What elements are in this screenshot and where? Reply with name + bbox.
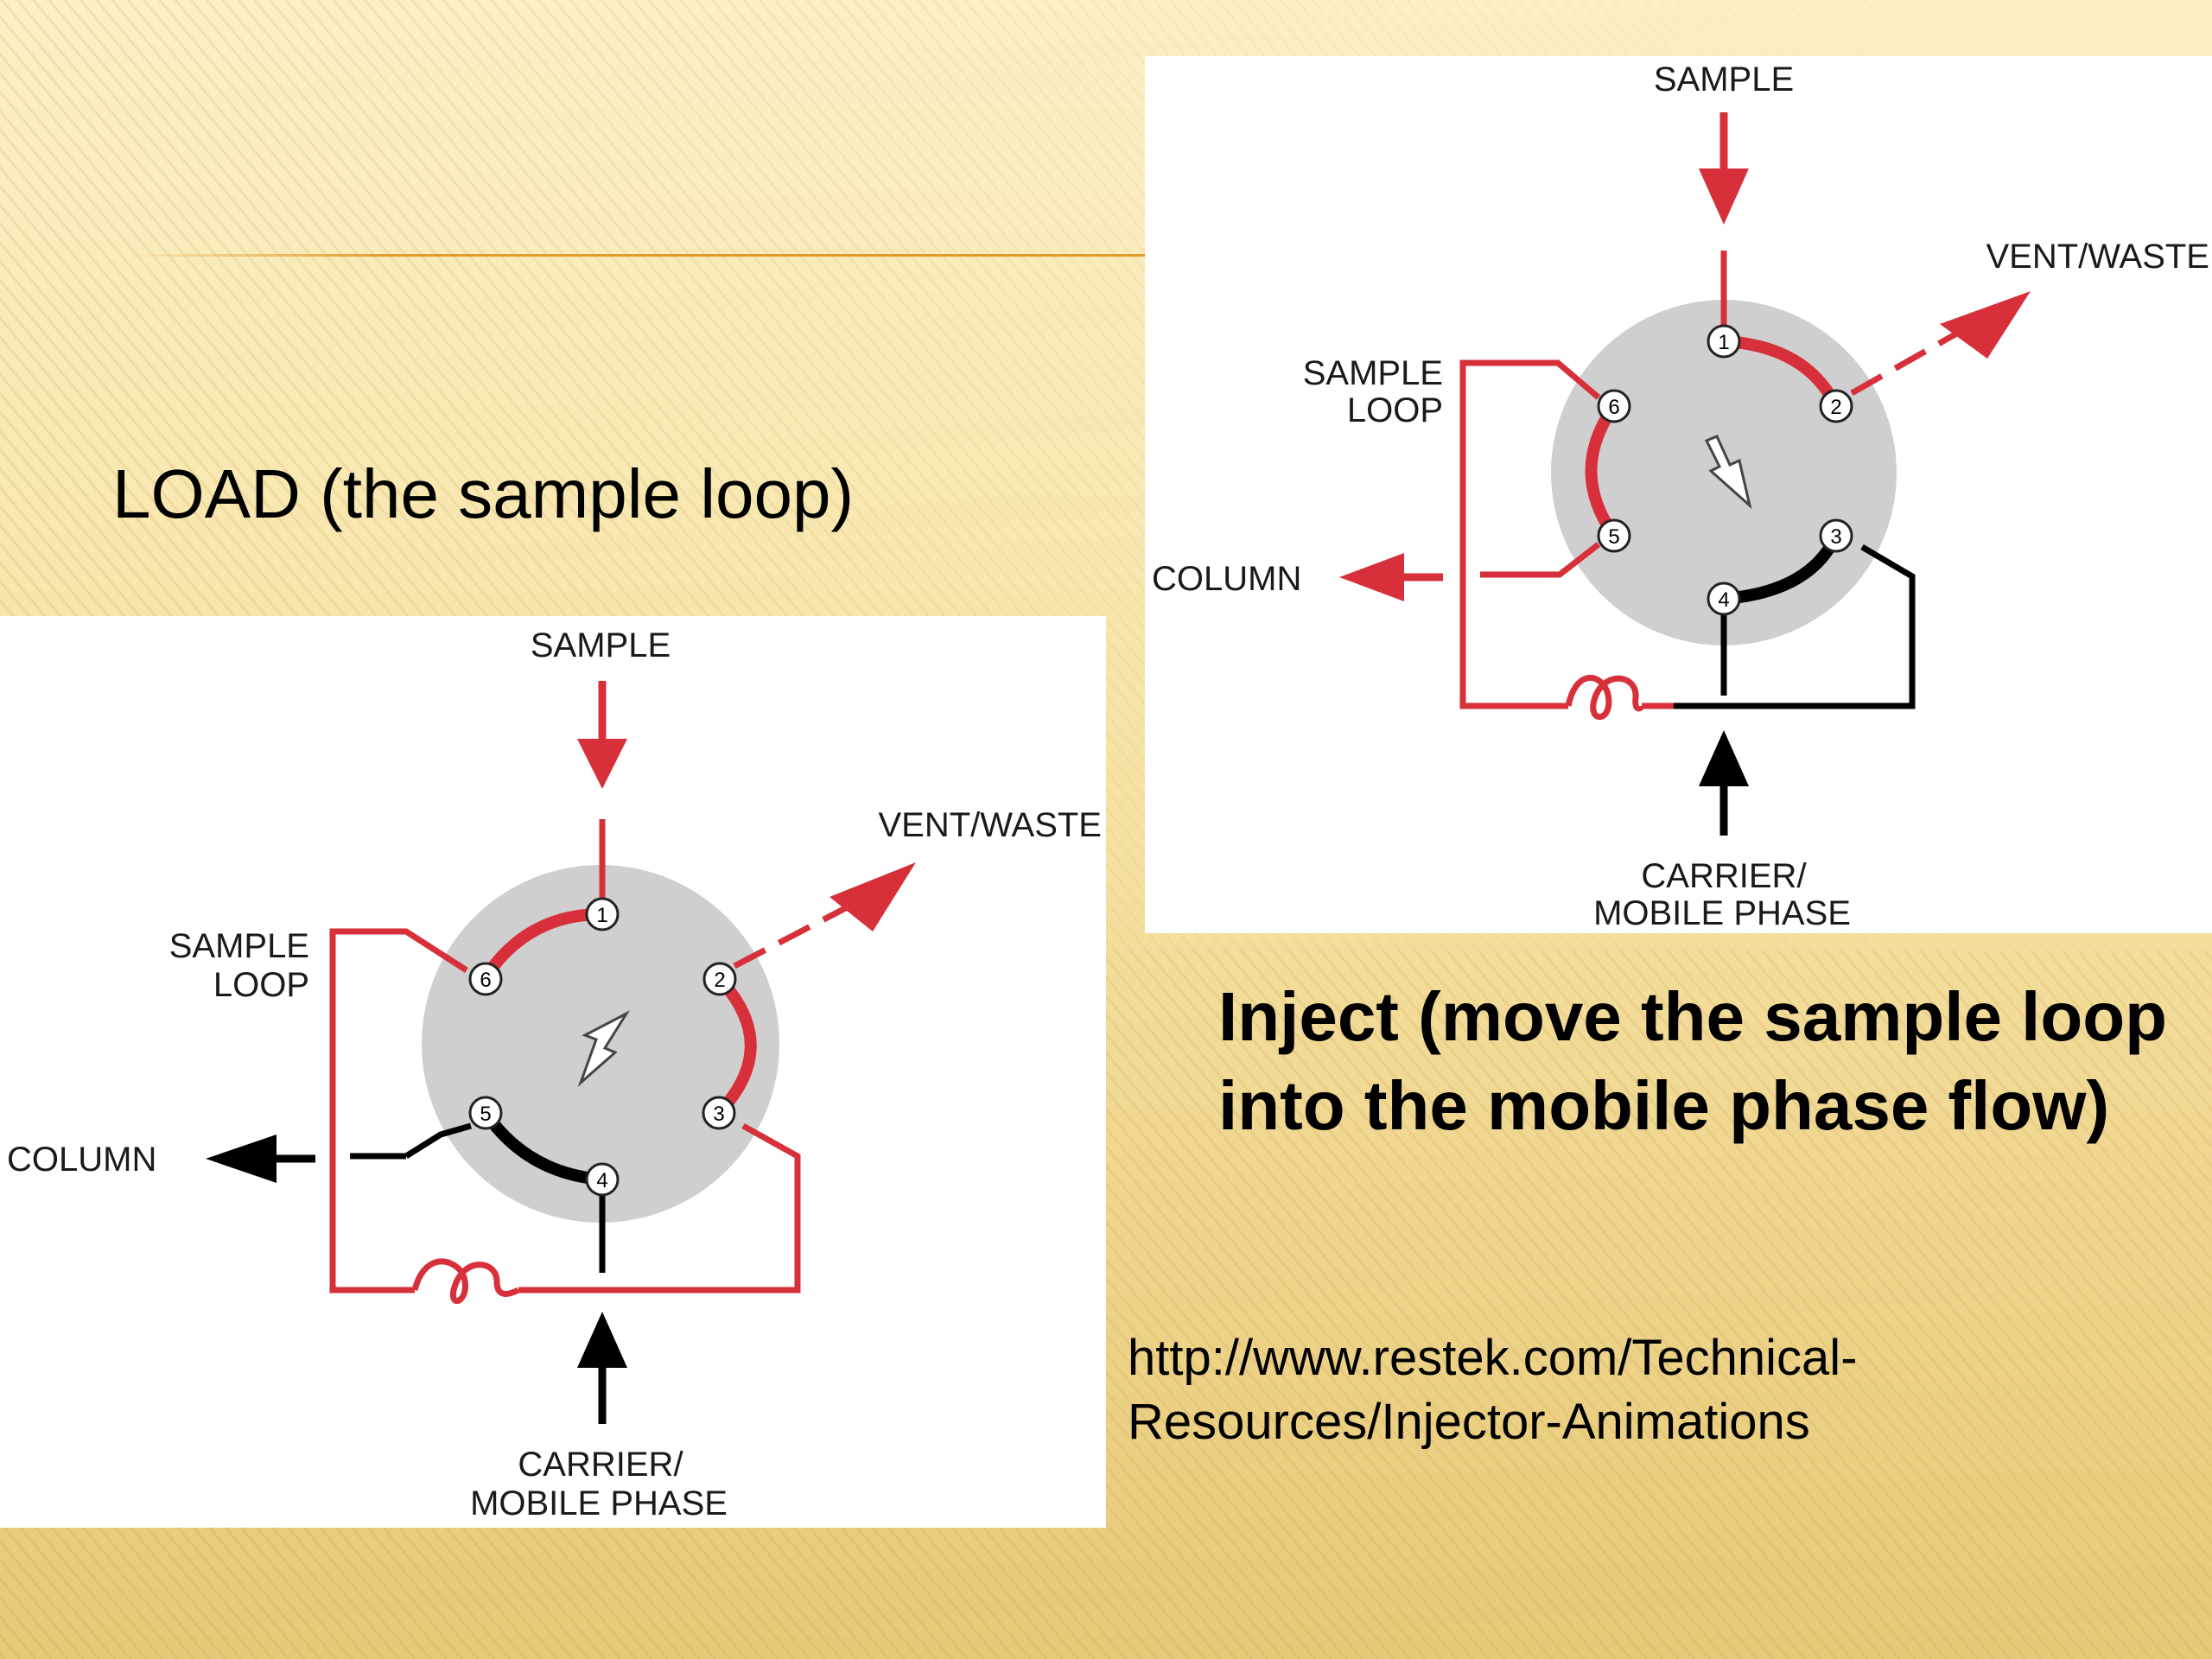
carrier-label-1: CARRIER/ bbox=[518, 1446, 683, 1484]
port-3: 3 bbox=[1819, 518, 1853, 553]
sample-arrow bbox=[1699, 168, 1749, 225]
svg-text:2: 2 bbox=[714, 969, 725, 992]
port-5: 5 bbox=[1597, 518, 1631, 553]
svg-text:6: 6 bbox=[1608, 396, 1619, 419]
vent-label: VENT/WASTE bbox=[1986, 238, 2209, 276]
vent-label: VENT/WASTE bbox=[878, 806, 1102, 844]
carrier-arrow bbox=[577, 1312, 627, 1368]
sample-label: SAMPLE bbox=[531, 626, 671, 664]
carrier-arrow bbox=[1699, 730, 1749, 786]
column-arrow bbox=[206, 1135, 276, 1183]
loop-coil bbox=[411, 1258, 520, 1304]
sample-loop-label-1: SAMPLE bbox=[1303, 354, 1443, 392]
port-4: 4 bbox=[585, 1162, 620, 1197]
svg-text:4: 4 bbox=[596, 1169, 607, 1192]
svg-text:1: 1 bbox=[1718, 331, 1729, 354]
port-2: 2 bbox=[1819, 389, 1853, 423]
sample-label: SAMPLE bbox=[1654, 60, 1794, 99]
column-label: COLUMN bbox=[7, 1141, 156, 1179]
carrier-label-2: MOBILE PHASE bbox=[470, 1484, 728, 1522]
port-5: 5 bbox=[468, 1096, 503, 1130]
sample-arrow bbox=[577, 739, 627, 789]
inject-valve-diagram: 1 2 3 4 5 6 SAMPLE VENT/WASTE SAMPLE LOO… bbox=[1152, 60, 2209, 932]
svg-text:3: 3 bbox=[713, 1103, 724, 1126]
svg-text:4: 4 bbox=[1718, 588, 1729, 612]
load-diagram-panel: 1 2 3 4 5 6 SAMPLE VENT/WASTE SAMPLE LOO… bbox=[0, 616, 1106, 1528]
carrier-label-2: MOBILE PHASE bbox=[1593, 894, 1851, 932]
title-rule bbox=[138, 254, 1149, 257]
loop-coil bbox=[1565, 675, 1645, 721]
svg-text:6: 6 bbox=[480, 969, 491, 992]
port-1: 1 bbox=[1707, 324, 1741, 359]
inject-title: Inject (move the sample loop into the mo… bbox=[1218, 978, 2168, 1144]
svg-text:5: 5 bbox=[480, 1103, 491, 1126]
svg-text:1: 1 bbox=[596, 904, 607, 927]
port-2: 2 bbox=[702, 962, 737, 996]
source-url: http://www.restek.com/Technical-Resource… bbox=[1128, 1330, 1858, 1450]
svg-text:3: 3 bbox=[1830, 525, 1841, 549]
load-valve-diagram: 1 2 3 4 5 6 SAMPLE VENT/WASTE SAMPLE LOO… bbox=[7, 626, 1102, 1522]
port-6: 6 bbox=[1597, 389, 1631, 423]
inject-diagram-panel: 1 2 3 4 5 6 SAMPLE VENT/WASTE SAMPLE LOO… bbox=[1145, 56, 2212, 933]
port-6: 6 bbox=[468, 962, 503, 996]
svg-text:2: 2 bbox=[1830, 396, 1841, 419]
sample-loop-label-2: LOOP bbox=[213, 966, 309, 1004]
sample-loop-label-2: LOOP bbox=[1347, 391, 1443, 429]
port-4: 4 bbox=[1707, 582, 1741, 616]
column-label: COLUMN bbox=[1152, 560, 1301, 598]
svg-text:5: 5 bbox=[1608, 525, 1619, 549]
vent-arrow bbox=[830, 862, 916, 931]
port-3: 3 bbox=[702, 1096, 736, 1130]
sample-loop-label-1: SAMPLE bbox=[169, 927, 309, 965]
column-arrow bbox=[1339, 553, 1404, 601]
port-1: 1 bbox=[585, 897, 620, 931]
carrier-label-1: CARRIER/ bbox=[1641, 857, 1807, 895]
vent-arrow bbox=[1940, 291, 2031, 359]
load-title: LOAD (the sample loop) bbox=[112, 455, 855, 532]
rotor-direction-arrow bbox=[1704, 435, 1752, 510]
rotor-direction-arrow bbox=[577, 1010, 631, 1087]
